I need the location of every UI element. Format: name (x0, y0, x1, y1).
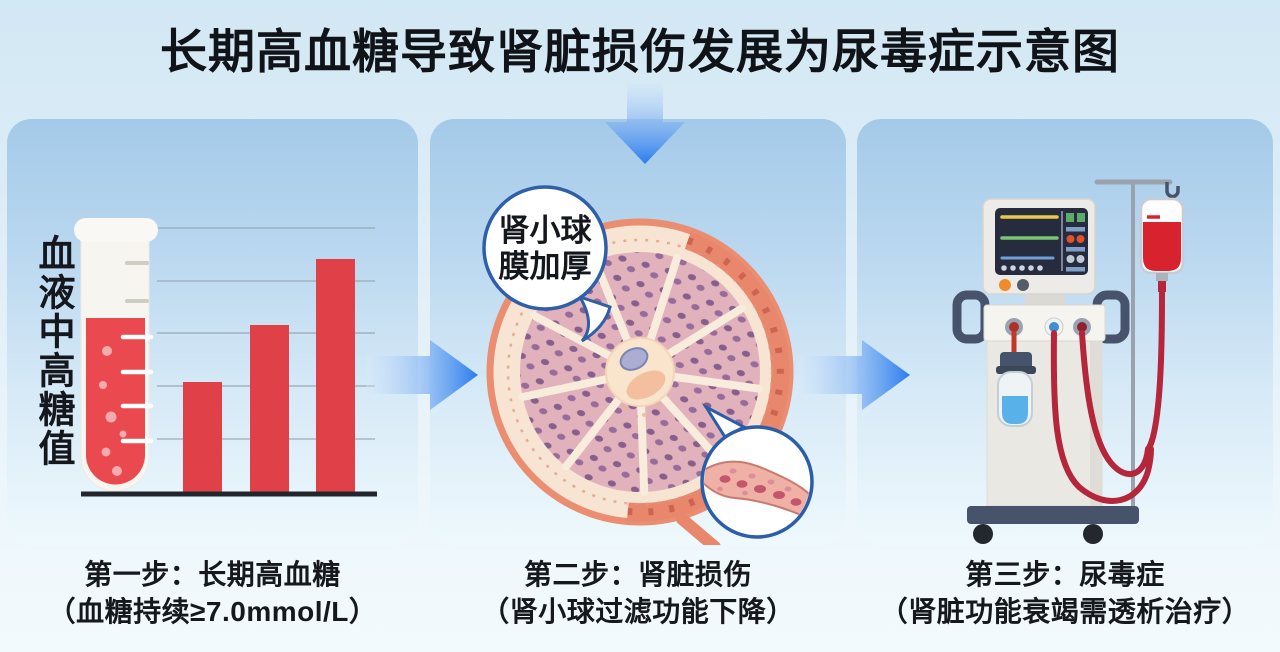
step3-caption-line2: （肾脏功能衰竭需透析治疗） (879, 596, 1251, 627)
blood-tubing (1050, 290, 1165, 504)
arrow-step2-to-step3 (798, 340, 910, 410)
step1-caption-line1: 第一步：长期高血糖 (84, 559, 341, 590)
membrane-magnifier-callout (676, 403, 814, 545)
left-handle (952, 290, 990, 344)
blood-test-tube-icon (74, 218, 158, 492)
step3-caption-line1: 第三步：尿毒症 (965, 559, 1165, 590)
step2-illustration: 肾小球 膜加厚 (482, 185, 814, 545)
step2-caption-line1: 第二步：肾脏损伤 (523, 559, 752, 590)
gray-knob (1017, 279, 1029, 291)
step3-caption: 第三步：尿毒症 （肾脏功能衰竭需透析治疗） (857, 556, 1273, 630)
blood-sugar-axis-label: 血液中高糖值 (33, 234, 74, 468)
step2-caption: 第二步：肾脏损伤 （肾小球过滤功能下降） (430, 556, 846, 630)
bar-2 (250, 325, 289, 494)
capillary-bean (626, 370, 666, 400)
patient-monitor (982, 198, 1096, 295)
dialysate-canister (996, 331, 1036, 427)
blood-bubbles (99, 346, 127, 476)
orange-knob (999, 279, 1011, 291)
thickened-membrane-rim (627, 231, 790, 522)
machine-base (967, 506, 1139, 524)
bubble-label-line1: 肾小球 (499, 213, 593, 248)
step1-caption: 第一步：长期高血糖 （血糖持续≥7.0mmol/L） (7, 556, 418, 630)
iv-pole (1094, 179, 1173, 511)
rising-bar-chart (183, 259, 355, 494)
glomerulus-membrane-speech-bubble: 肾小球 膜加厚 (482, 185, 612, 343)
wheel-right (1083, 524, 1103, 544)
bubble-label-line2: 膜加厚 (499, 249, 592, 284)
dialysis-machine-icon (952, 179, 1185, 544)
arrow-step1-to-step2 (366, 340, 478, 410)
tubing-ports (1005, 317, 1091, 337)
step2-caption-line2: （肾小球过滤功能下降） (481, 596, 795, 627)
blood-bag-icon (1139, 197, 1185, 292)
arrow-title-to-step2 (605, 84, 685, 164)
pole-hook-icon (1165, 182, 1180, 199)
step1-caption-line2: （血糖持续≥7.0mmol/L） (47, 596, 378, 627)
bar-3 (316, 259, 355, 494)
step3-illustration (952, 179, 1185, 544)
wheel-left (973, 524, 993, 544)
bar-1 (183, 382, 222, 494)
page-title: 长期高血糖导致肾脏损伤发展为尿毒症示意图 (160, 25, 1120, 78)
nucleus-oval (619, 347, 649, 371)
step1-illustration (74, 218, 377, 497)
